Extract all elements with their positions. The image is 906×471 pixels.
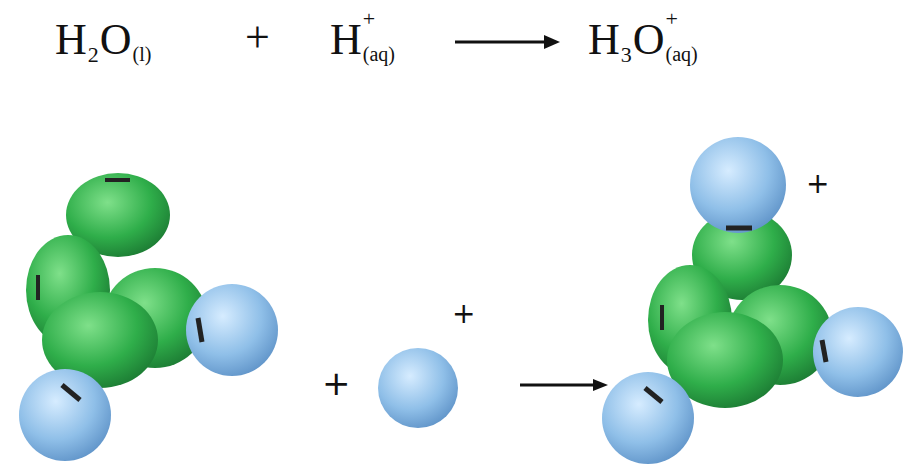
formula-text: (aq) [666, 44, 698, 64]
formula-text: 3 [621, 44, 632, 66]
formula-text: (l) [133, 44, 152, 64]
reaction-arrow [520, 379, 608, 391]
hydronium-ion [602, 137, 903, 464]
formula-text: + [363, 8, 375, 30]
formula-text: H [330, 18, 362, 62]
formula-text: (aq) [363, 44, 395, 64]
proton-sphere [378, 348, 458, 428]
formula-text: O [100, 18, 132, 62]
reaction-arrow [455, 35, 560, 49]
charge-sign: + [322, 366, 351, 400]
water-molecule [19, 173, 278, 461]
formula-text: + [245, 16, 270, 60]
charge-sign: + [452, 300, 475, 328]
formula-text: 2 [88, 44, 99, 66]
formula-text: H [55, 18, 87, 62]
formula-text: + [666, 8, 678, 30]
formula-text: H [588, 18, 620, 62]
charge-sign: + [806, 170, 829, 198]
formula-text: O [633, 18, 665, 62]
